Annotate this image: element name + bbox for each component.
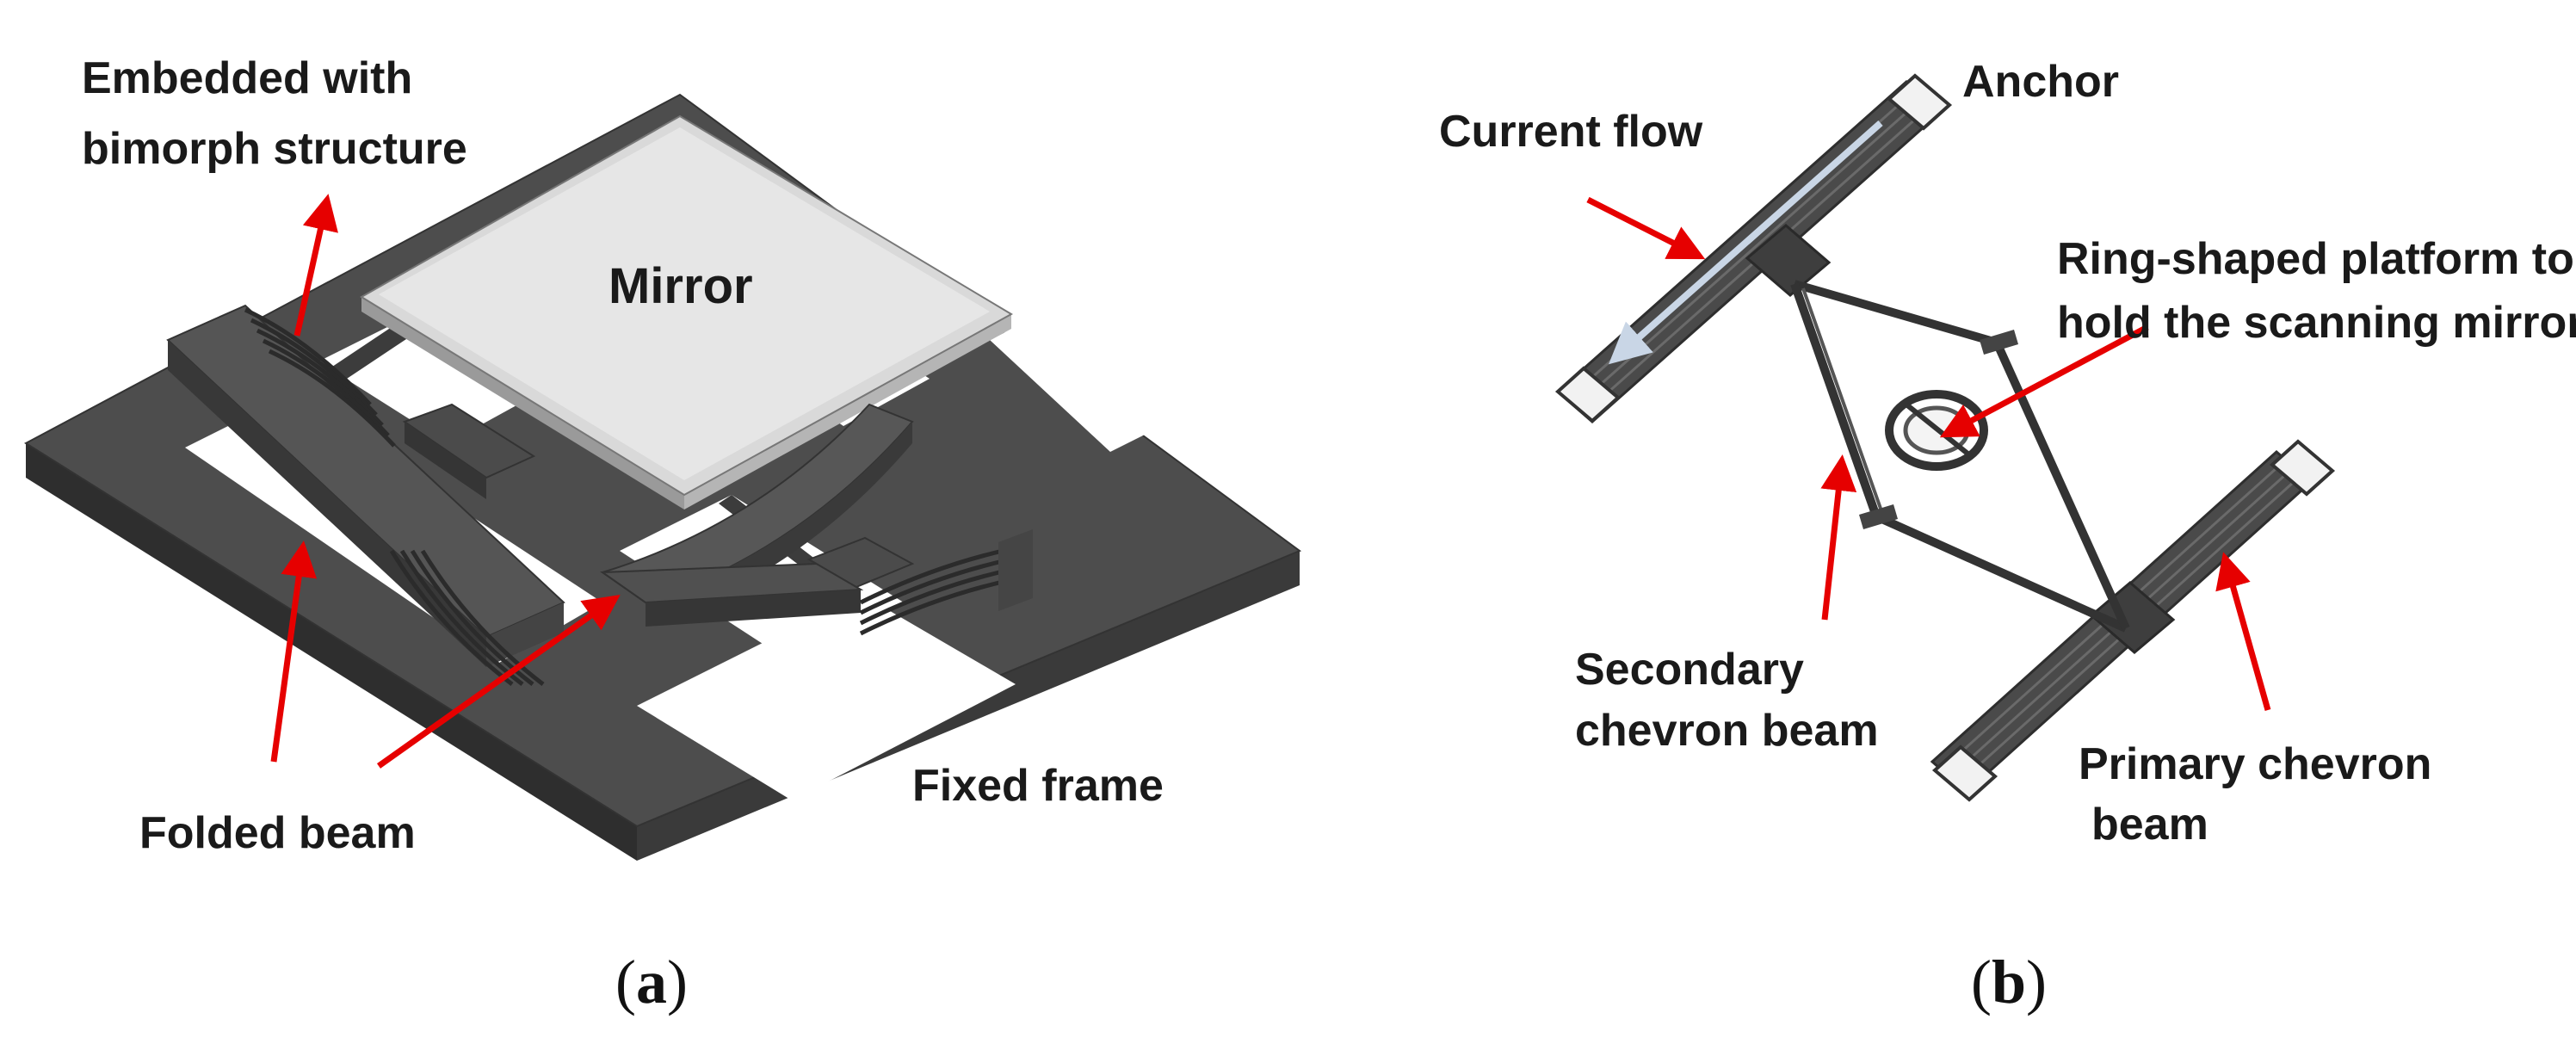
- right-anchor-block: [998, 529, 1033, 611]
- arrow-ring: [1939, 324, 2149, 438]
- arrow-bimorph: [293, 194, 338, 337]
- arrow-folded-beam-1: [270, 541, 318, 763]
- panel-a-arrows: [270, 194, 621, 769]
- label-ring-line1: Ring-shaped platform to: [2057, 234, 2574, 284]
- arrow-folded-beam-2: [376, 594, 621, 769]
- label-secondary-line2: chevron beam: [1575, 706, 1879, 756]
- label-fixed-frame: Fixed frame: [912, 761, 1164, 811]
- bimorph-strips-lower: [389, 549, 545, 686]
- mirror-plate: [360, 114, 1014, 510]
- label-folded-beam: Folded beam: [139, 808, 416, 858]
- label-mirror: Mirror: [608, 258, 753, 314]
- label-primary-line1: Primary chevron: [2079, 739, 2431, 789]
- panel-b: Anchor Current flow Ring-shaped platform…: [1439, 57, 2576, 1016]
- panel-a: Embedded with bimorph structure Mirror F…: [24, 53, 1302, 1016]
- caption-b: (b): [1971, 948, 2047, 1016]
- label-primary-line2: beam: [2091, 800, 2208, 849]
- label-embedded-line1: Embedded with: [82, 53, 412, 103]
- upper-primary-beam: [1554, 73, 1953, 423]
- label-ring-line2: hold the scanning mirror: [2057, 298, 2576, 348]
- caption-a: (a): [615, 948, 688, 1016]
- label-current-flow: Current flow: [1439, 107, 1703, 157]
- secondary-chevron-beams: [1790, 280, 2130, 633]
- arrow-secondary: [1820, 454, 1857, 621]
- label-anchor: Anchor: [1962, 57, 2119, 107]
- joint-plate-bottom: [1859, 504, 1898, 529]
- label-embedded-line2: bimorph structure: [82, 124, 467, 174]
- bimorph-strips-upper: [244, 307, 396, 448]
- joint-plate-top: [1980, 330, 2018, 355]
- panel-b-arrows: [1586, 196, 2271, 711]
- anchor-pad-bottom: [1931, 744, 1998, 802]
- bimorph-strips-right: [859, 548, 1004, 636]
- label-secondary-line1: Secondary: [1575, 645, 1804, 695]
- folded-beam-right: [599, 403, 915, 627]
- arrow-current-flow: [1586, 196, 1706, 260]
- folded-beam-left: [166, 304, 565, 667]
- anchor-pad-left: [1554, 366, 1622, 423]
- ring-platform: [1885, 390, 1988, 471]
- anchor-pad-top: [1886, 73, 1953, 131]
- anchor-pad-right: [2269, 439, 2336, 497]
- arrow-primary: [2215, 552, 2271, 711]
